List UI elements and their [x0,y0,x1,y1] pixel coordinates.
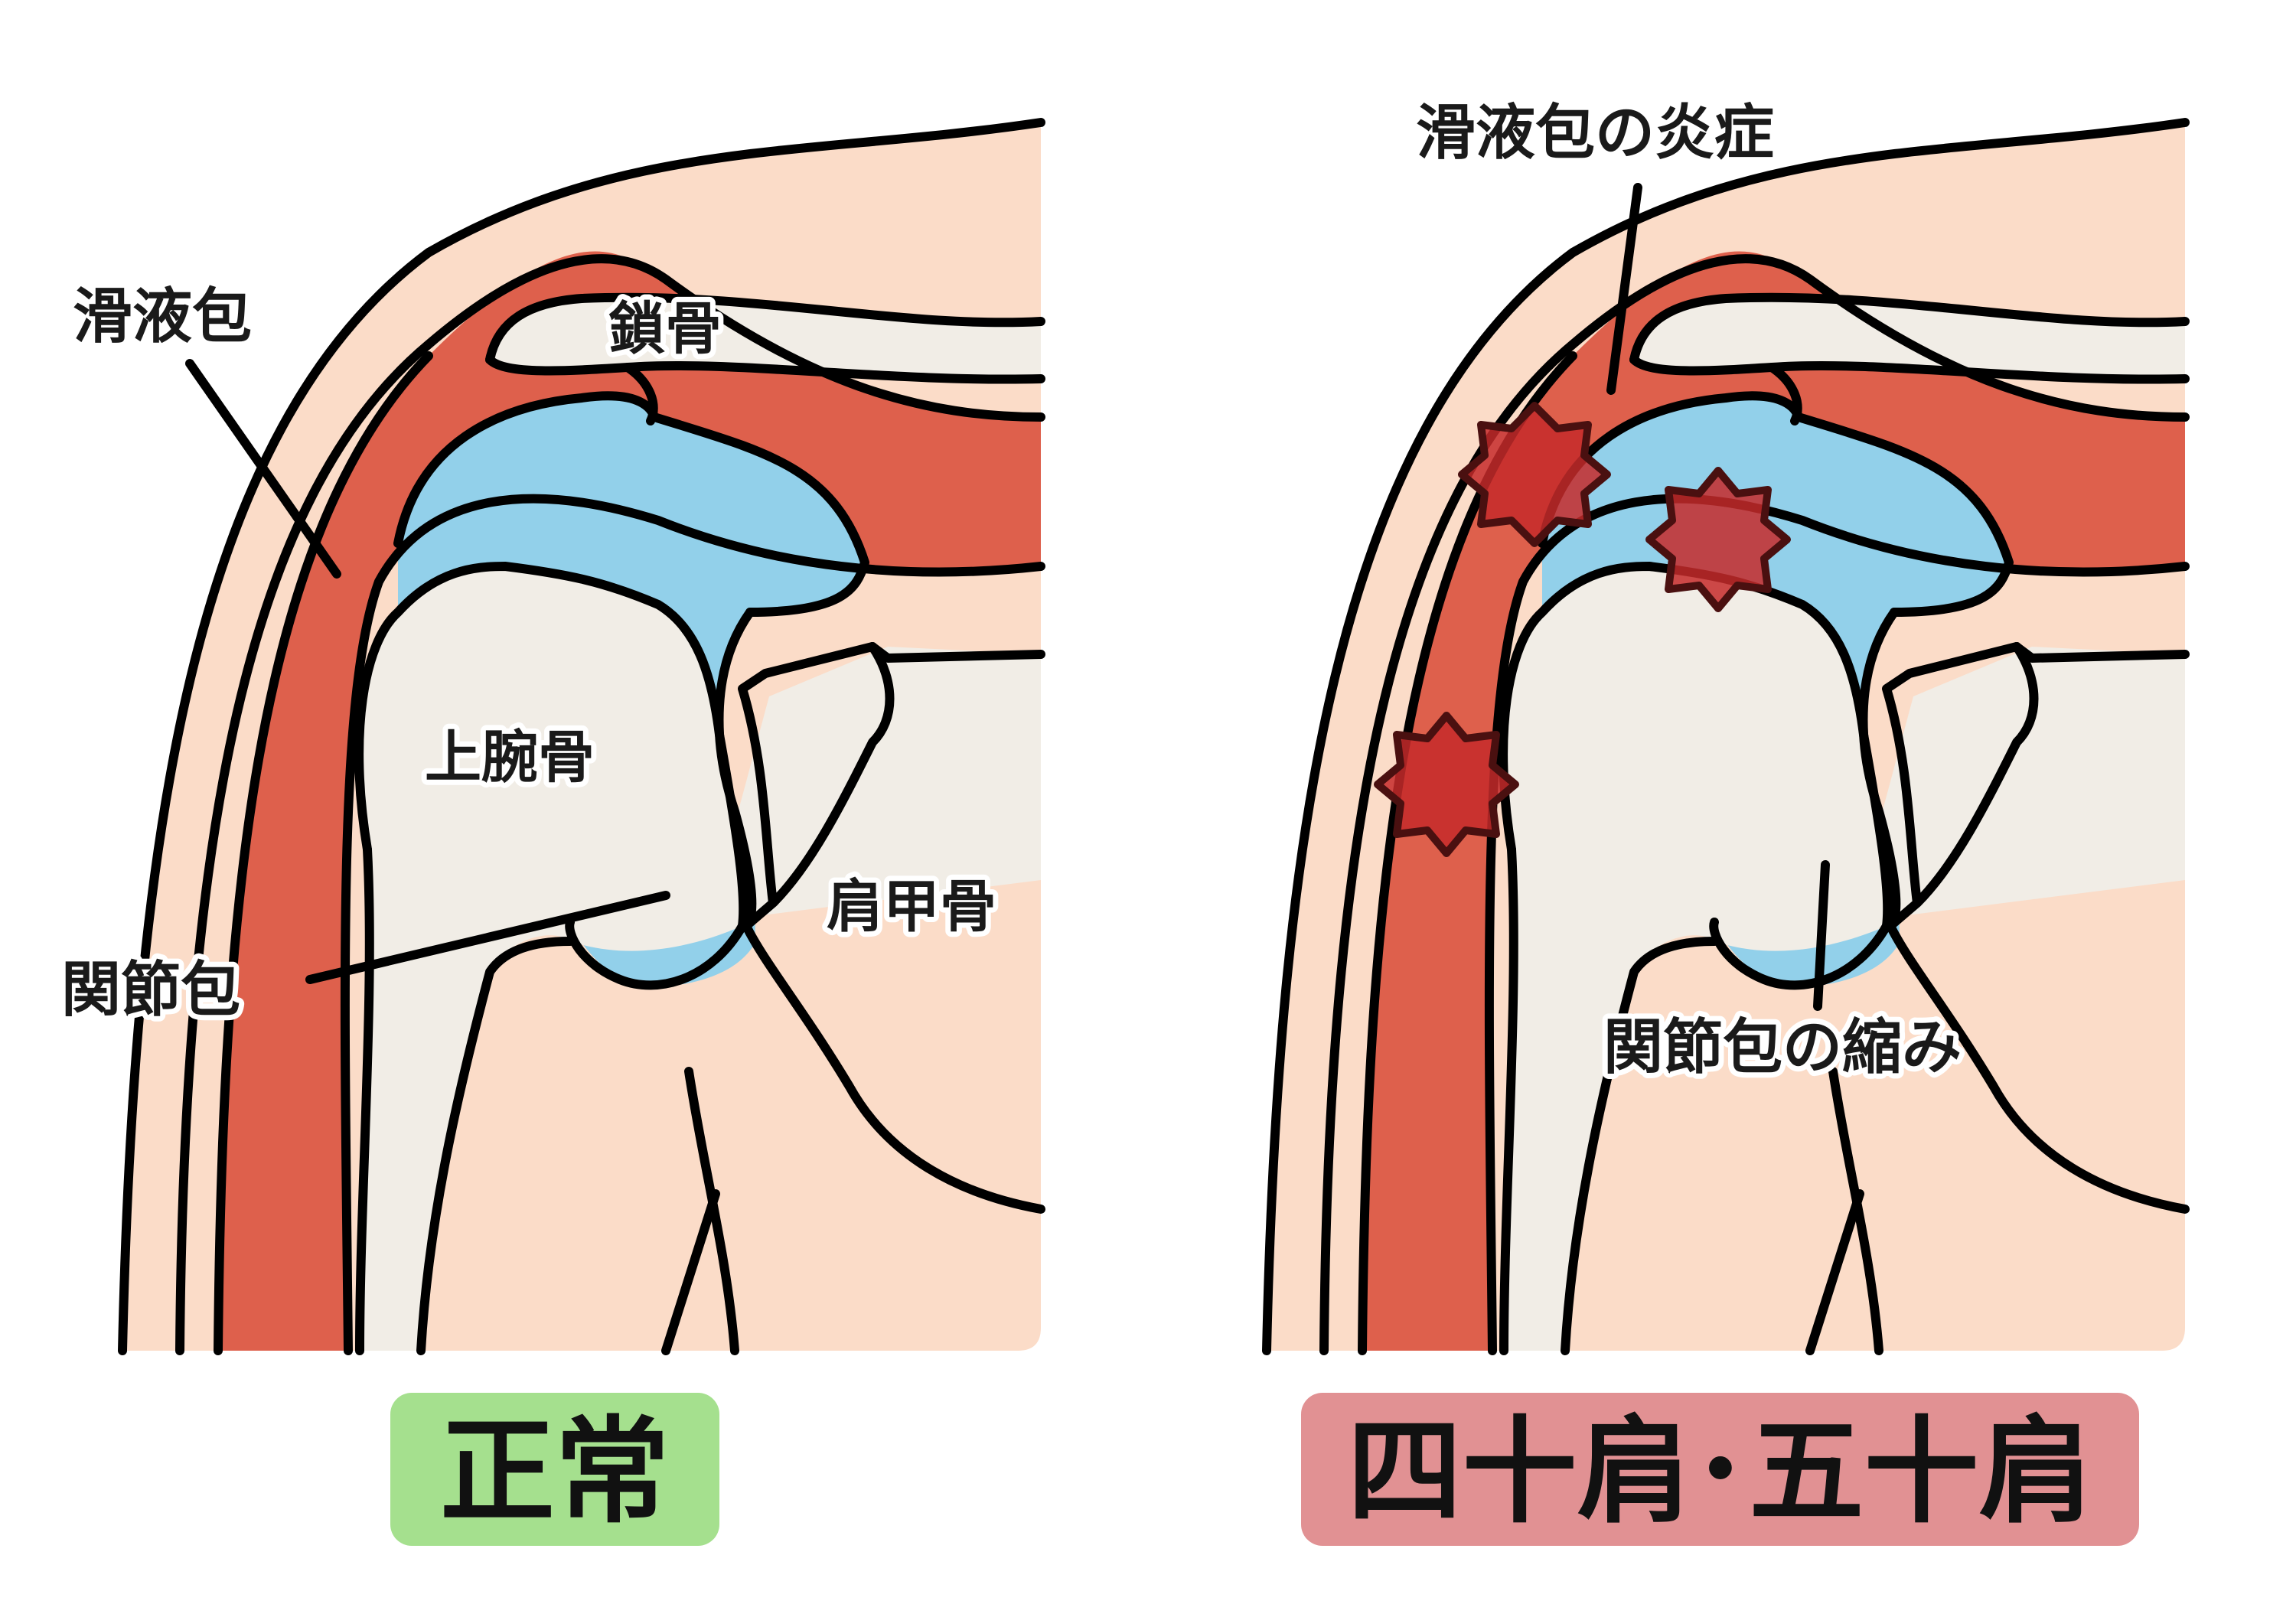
label-capsule: 関節包 [61,956,240,1025]
frozen-badge-label: 四十肩･五十肩 [1347,1406,2093,1539]
panel-frozen: 滑液包の炎症 関節包の縮み 四十肩･五十肩 [1267,93,2185,1546]
normal-badge [390,1393,719,1546]
label-bursa: 滑液包 [73,282,252,351]
bursa-leader-line [185,359,341,579]
frozen-badge [1301,1393,2139,1546]
label-capsule-contraction: 関節包の縮み [1603,1013,1962,1082]
label-clavicle: 鎖骨 [608,296,722,362]
contraction-leader-line [1813,860,1830,1011]
panel-normal: 滑液包 鎖骨 上腕骨 肩甲骨 関節包 正常 [56,122,1041,1546]
label-scapula: 肩甲骨 [827,874,996,940]
capsule-leader-line [305,891,670,984]
label-bursa-inflammation: 滑液包の炎症 [1416,99,1774,168]
inflammation-marker [1458,402,1611,547]
label-humerus: 上腕骨 [425,725,595,791]
inflammation-leader-line [1606,183,1642,395]
normal-badge-label: 正常 [440,1406,670,1539]
inflammation-marker [1374,712,1519,857]
inflammation-marker [1645,467,1791,612]
